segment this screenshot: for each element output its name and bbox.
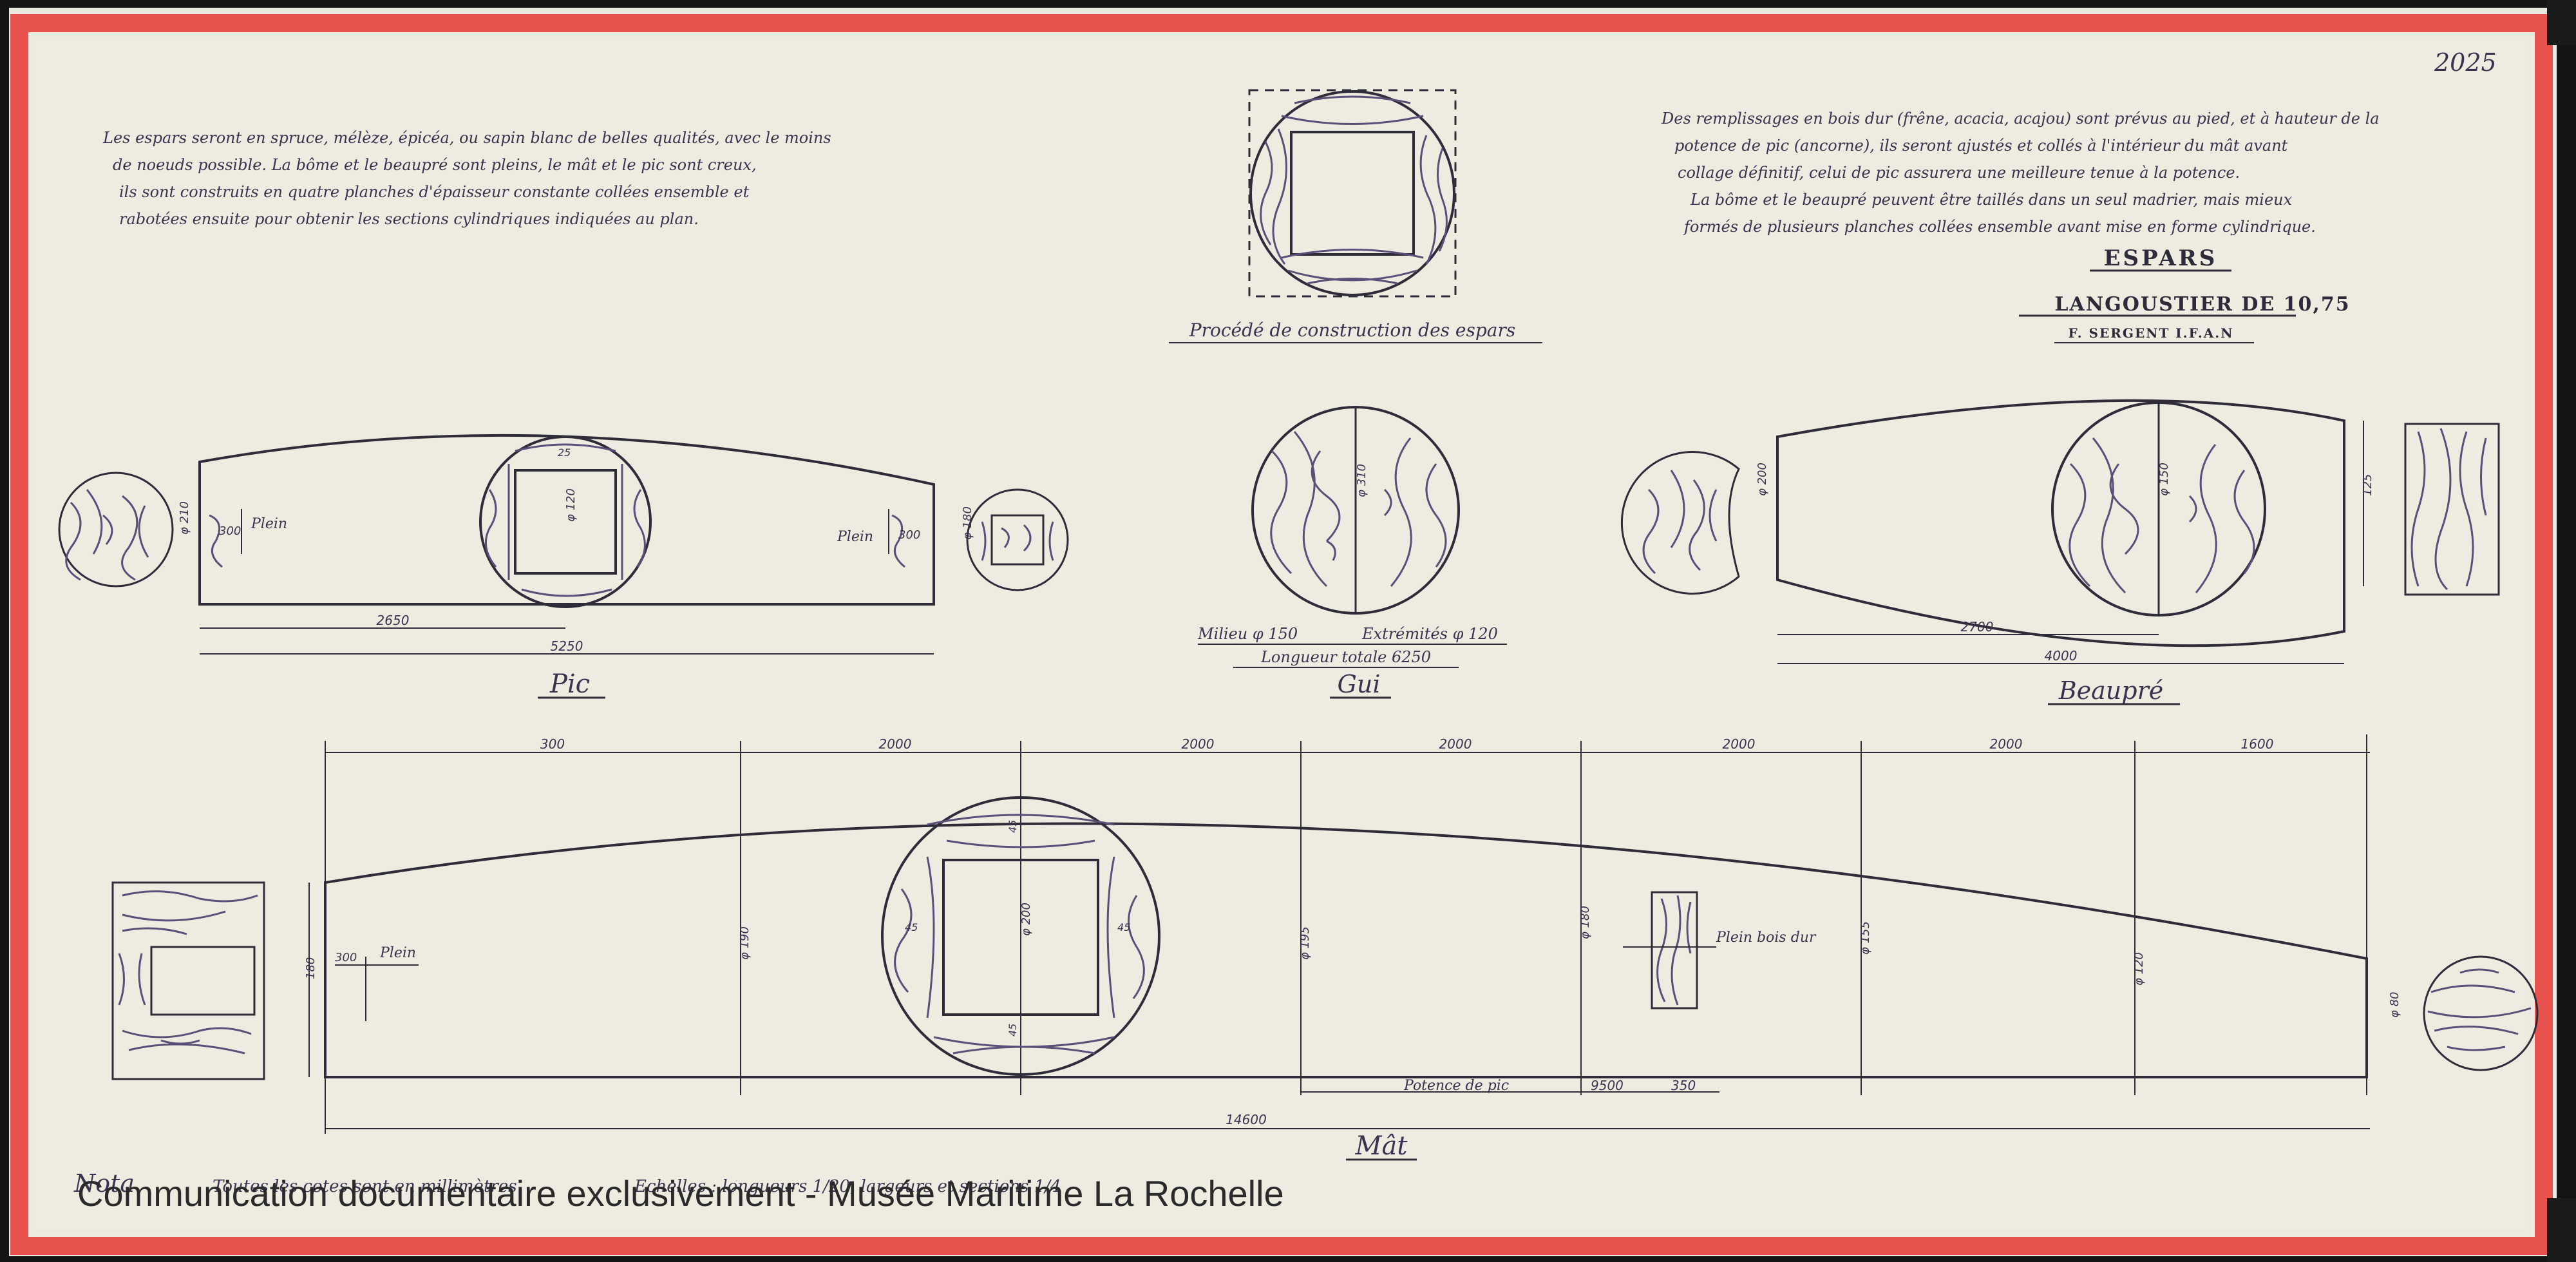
- mat-potence-length: 350: [1671, 1078, 1696, 1093]
- beaupre-label: Beaupré: [2058, 676, 2164, 705]
- mat-segment-2: 2000: [879, 736, 912, 752]
- mat-plein-length: 300: [335, 951, 357, 964]
- pic-diameter-right: φ 180: [961, 506, 974, 540]
- note-right-line-1: Des remplissages en bois dur (frêne, aca…: [1661, 110, 2380, 128]
- gui-drawing: φ 310 Milieu φ 150 Extrémités φ 120 Long…: [1197, 406, 1507, 699]
- pic-label: Pic: [549, 669, 590, 699]
- beaupre-drawing: φ 200 φ 150 125 2700 4000 Beaupré: [1620, 399, 2500, 705]
- note-left-line-3: ils sont construits en quatre planches d…: [119, 183, 750, 201]
- mat-diameter-top: φ 80: [2388, 992, 2401, 1018]
- note-left-line-2: de noeuds possible. La bôme et le beaupr…: [113, 156, 757, 174]
- pic-plein-length-right: 300: [898, 528, 920, 542]
- mat-diameter-s1: φ 190: [738, 926, 752, 960]
- beaupre-diameter-right: 125: [2361, 474, 2374, 496]
- beaupre-half-length: 2700: [1961, 619, 1994, 635]
- beaupre-length: 4000: [2045, 648, 2078, 664]
- pic-wall: 25: [558, 446, 571, 459]
- pic-half-length: 2650: [377, 613, 410, 628]
- watermark: Communication documentaire exclusivement…: [77, 1173, 1284, 1214]
- note-left-line-1: Les espars seront en spruce, mélèze, épi…: [102, 129, 831, 147]
- notes-left: Les espars seront en spruce, mélèze, épi…: [102, 129, 831, 228]
- mat-diameter-s3: φ 195: [1298, 926, 1312, 960]
- footer-echelle: Echelles : longueurs 1/20, largeurs et s…: [634, 1177, 1061, 1196]
- footer-note-label: Nota: [73, 1169, 135, 1198]
- footer-note-text: Toutes les cotes sont en millimètres: [213, 1177, 517, 1196]
- mat-label: Mât: [1355, 1131, 1408, 1161]
- mat-potence-position: 9500: [1591, 1078, 1624, 1093]
- mat-wall-right: 45: [1117, 921, 1130, 933]
- pic-diameter-mid: φ 120: [564, 488, 578, 522]
- pic-plein-length-left: 300: [219, 524, 241, 538]
- gui-milieu: Milieu φ 150: [1197, 625, 1298, 643]
- mat-diameter-s4: φ 180: [1578, 906, 1592, 939]
- mat-wall-top: 45: [1007, 820, 1019, 833]
- note-right-line-5: formés de plusieurs planches collées ens…: [1683, 218, 2316, 236]
- mat-plein: Plein: [379, 945, 416, 961]
- gui-extremites: Extrémités φ 120: [1361, 625, 1498, 643]
- drawing-subtitle: LANGOUSTIER DE 10,75: [2054, 293, 2350, 316]
- mat-diameter-mid: φ 200: [1019, 903, 1033, 936]
- sheet-number: 2025: [2434, 48, 2497, 77]
- procede-section: Procédé de construction des espars: [1169, 89, 1542, 343]
- mat-diameter-s6: φ 120: [2132, 952, 2146, 986]
- mat-wall-left: 45: [905, 921, 918, 933]
- mat-segment-4: 2000: [1439, 736, 1472, 752]
- mat-potence: Potence de pic: [1403, 1078, 1509, 1094]
- pic-plein-left: Plein: [251, 516, 287, 532]
- pic-length: 5250: [551, 638, 583, 654]
- note-left-line-4: rabotées ensuite pour obtenir les sectio…: [119, 210, 699, 228]
- gui-diameter: φ 310: [1355, 464, 1368, 497]
- drawing-title: ESPARS: [2104, 245, 2218, 271]
- mat-segment-3: 2000: [1182, 736, 1215, 752]
- pic-drawing: 300 Plein Plein 300 φ 120 25 φ 210 φ 180…: [58, 434, 1069, 699]
- mat-segment-6: 2000: [1990, 736, 2023, 752]
- note-right-line-2: potence de pic (ancorne), ils seront aju…: [1674, 137, 2288, 155]
- procede-caption: Procédé de construction des espars: [1189, 320, 1516, 341]
- drawing-author: F. SERGENT I.F.A.N: [2068, 325, 2233, 341]
- notes-right: Des remplissages en bois dur (frêne, aca…: [1661, 110, 2380, 236]
- note-right-line-3: collage définitif, celui de pic assurera…: [1678, 164, 2240, 182]
- mat-segment-7: 1600: [2241, 736, 2274, 752]
- gui-longueur: Longueur totale 6250: [1260, 648, 1431, 666]
- note-right-line-4: La bôme et le beaupré peuvent être taill…: [1690, 191, 2293, 209]
- mat-wall-bottom: 45: [1007, 1024, 1019, 1037]
- beaupre-diameter-mid: φ 150: [2157, 463, 2171, 496]
- mat-drawing: 300 2000 2000 2000 2000 2000 1600 180 30…: [111, 734, 2539, 1161]
- footer-note: Nota Toutes les cotes sont en millimètre…: [73, 1169, 1061, 1198]
- mat-diameter-s5: φ 155: [1859, 921, 1872, 955]
- title-block: ESPARS LANGOUSTIER DE 10,75 F. SERGENT I…: [2019, 245, 2350, 343]
- mat-diameter-foot: 180: [304, 957, 317, 979]
- mat-segment-5: 2000: [1723, 736, 1756, 752]
- beaupre-diameter-end: φ 200: [1756, 463, 1769, 496]
- pic-diameter-left: φ 210: [178, 501, 191, 535]
- mat-segment-1: 300: [540, 736, 565, 752]
- red-border: [10, 14, 2553, 1255]
- pic-plein-right: Plein: [837, 529, 873, 545]
- gui-label: Gui: [1338, 670, 1381, 698]
- mat-plein-bois-dur: Plein bois dur: [1716, 930, 1817, 946]
- mat-length: 14600: [1226, 1112, 1267, 1127]
